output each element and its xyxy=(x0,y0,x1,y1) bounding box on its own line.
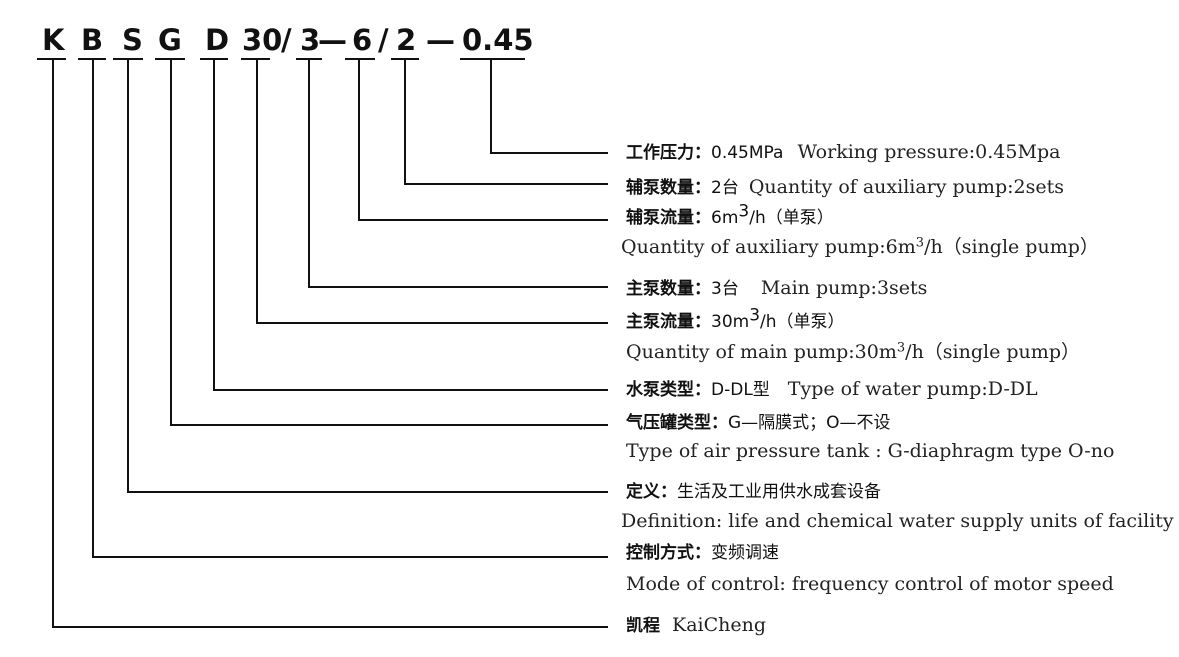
aux-count-zh-key: 辅泵数量： xyxy=(626,178,711,198)
pump-type-zh-value: D-DL型 xyxy=(711,380,770,400)
definition-en: Definition: life and chemical water supp… xyxy=(621,510,1174,532)
desc-tank-type-en: Type of air pressure tank : G-diaphragm … xyxy=(626,439,1114,465)
pressure-en: Working pressure:0.45Mpa xyxy=(797,141,1061,163)
code-letter-d: D xyxy=(205,23,230,57)
tank-type-zh-value: G—隔膜式；O—不设 xyxy=(728,413,891,433)
code-aux-count: 2 xyxy=(396,23,417,57)
leader-line-main-count xyxy=(308,59,608,288)
code-slash-2: / xyxy=(378,23,389,57)
desc-aux-count: 辅泵数量：2台 Quantity of auxiliary pump:2sets xyxy=(626,175,1064,201)
code-letter-g: G xyxy=(158,23,182,57)
control-zh-value: 变频调速 xyxy=(711,543,779,563)
pressure-zh-value: 0.45MPa xyxy=(711,143,784,163)
main-count-en: Main pump:3sets xyxy=(760,277,928,299)
main-flow-en-pre: Quantity of main pump:30m xyxy=(626,341,897,363)
desc-tank-type-zh: 气压罐类型：G—隔膜式；O—不设 xyxy=(626,411,891,436)
aux-flow-zh-value-sup: 3 xyxy=(738,201,750,222)
code-letter-b: B xyxy=(81,23,104,57)
leader-line-g xyxy=(170,59,608,426)
aux-flow-zh-value-post: /h（单泵） xyxy=(749,208,834,228)
desc-main-flow-zh: 主泵流量：30m3/h（单泵） xyxy=(626,307,845,335)
desc-brand: 凯程 KaiCheng xyxy=(626,613,766,639)
code-dash-2: — xyxy=(426,23,455,57)
main-flow-en-sup: 3 xyxy=(896,340,906,356)
pump-type-zh-key: 水泵类型： xyxy=(626,380,711,400)
aux-flow-en-post: /h（single pump） xyxy=(924,236,1099,258)
main-flow-zh-value-post: /h（单泵） xyxy=(760,312,845,332)
desc-main-flow-en: Quantity of main pump:30m3/h（single pump… xyxy=(626,340,1080,366)
aux-count-zh-value: 2台 xyxy=(711,178,739,198)
leader-line-main-flow xyxy=(256,59,608,324)
leader-line-s xyxy=(127,59,608,493)
code-dash-1: — xyxy=(318,23,347,57)
aux-count-en: Quantity of auxiliary pump:2sets xyxy=(748,176,1064,198)
desc-control-zh: 控制方式：变频调速 xyxy=(626,541,779,566)
aux-flow-zh-value-pre: 6m xyxy=(711,208,739,228)
code-letter-s: S xyxy=(122,23,143,57)
main-count-zh-key: 主泵数量： xyxy=(626,279,711,299)
aux-flow-en-pre: Quantity of auxiliary pump:6m xyxy=(621,236,916,258)
leader-line-aux-count xyxy=(404,59,608,185)
aux-flow-en-sup: 3 xyxy=(915,235,925,251)
code-pressure: 0.45 xyxy=(462,23,534,57)
main-flow-zh-value-pre: 30m xyxy=(711,312,750,332)
brand-zh: 凯程 xyxy=(626,616,660,636)
leader-line-aux-flow xyxy=(358,59,608,221)
desc-control-en: Mode of control: frequency control of mo… xyxy=(626,572,1114,598)
control-en: Mode of control: frequency control of mo… xyxy=(626,573,1114,595)
leader-line-b xyxy=(92,59,608,558)
leader-line-d xyxy=(213,59,608,391)
code-main-count: 3 xyxy=(300,23,321,57)
main-flow-zh-key: 主泵流量： xyxy=(626,312,711,332)
pump-type-en: Type of water pump:D-DL xyxy=(787,378,1038,400)
desc-pressure: 工作压力：0.45MPa Working pressure:0.45Mpa xyxy=(626,140,1060,166)
code-slash-1: / xyxy=(281,23,292,57)
desc-definition-en: Definition: life and chemical water supp… xyxy=(621,509,1174,535)
aux-flow-zh-key: 辅泵流量： xyxy=(626,208,711,228)
tank-type-zh-key: 气压罐类型： xyxy=(626,413,728,433)
code-aux-flow: 6 xyxy=(352,23,373,57)
main-count-zh-value: 3台 xyxy=(711,279,739,299)
desc-aux-flow-zh: 辅泵流量：6m3/h（单泵） xyxy=(626,203,834,231)
main-flow-en-post: /h（single pump） xyxy=(905,341,1080,363)
code-letter-k: K xyxy=(42,23,65,57)
desc-aux-flow-en: Quantity of auxiliary pump:6m3/h（single … xyxy=(621,235,1099,261)
desc-pump-type: 水泵类型：D-DL型 Type of water pump:D-DL xyxy=(626,377,1038,403)
definition-zh-value: 生活及工业用供水成套设备 xyxy=(677,482,881,502)
definition-zh-key: 定义： xyxy=(626,482,677,502)
code-main-flow: 30 xyxy=(242,23,283,57)
main-flow-zh-value-sup: 3 xyxy=(749,305,761,326)
brand-en: KaiCheng xyxy=(672,614,767,636)
control-zh-key: 控制方式： xyxy=(626,543,711,563)
desc-main-count: 主泵数量：3台 Main pump:3sets xyxy=(626,276,927,302)
desc-definition-zh: 定义：生活及工业用供水成套设备 xyxy=(626,480,881,505)
leader-line-k xyxy=(52,59,608,628)
pressure-zh-key: 工作压力： xyxy=(626,143,711,163)
leader-line-pressure xyxy=(490,59,608,154)
tank-type-en: Type of air pressure tank : G-diaphragm … xyxy=(626,440,1115,462)
